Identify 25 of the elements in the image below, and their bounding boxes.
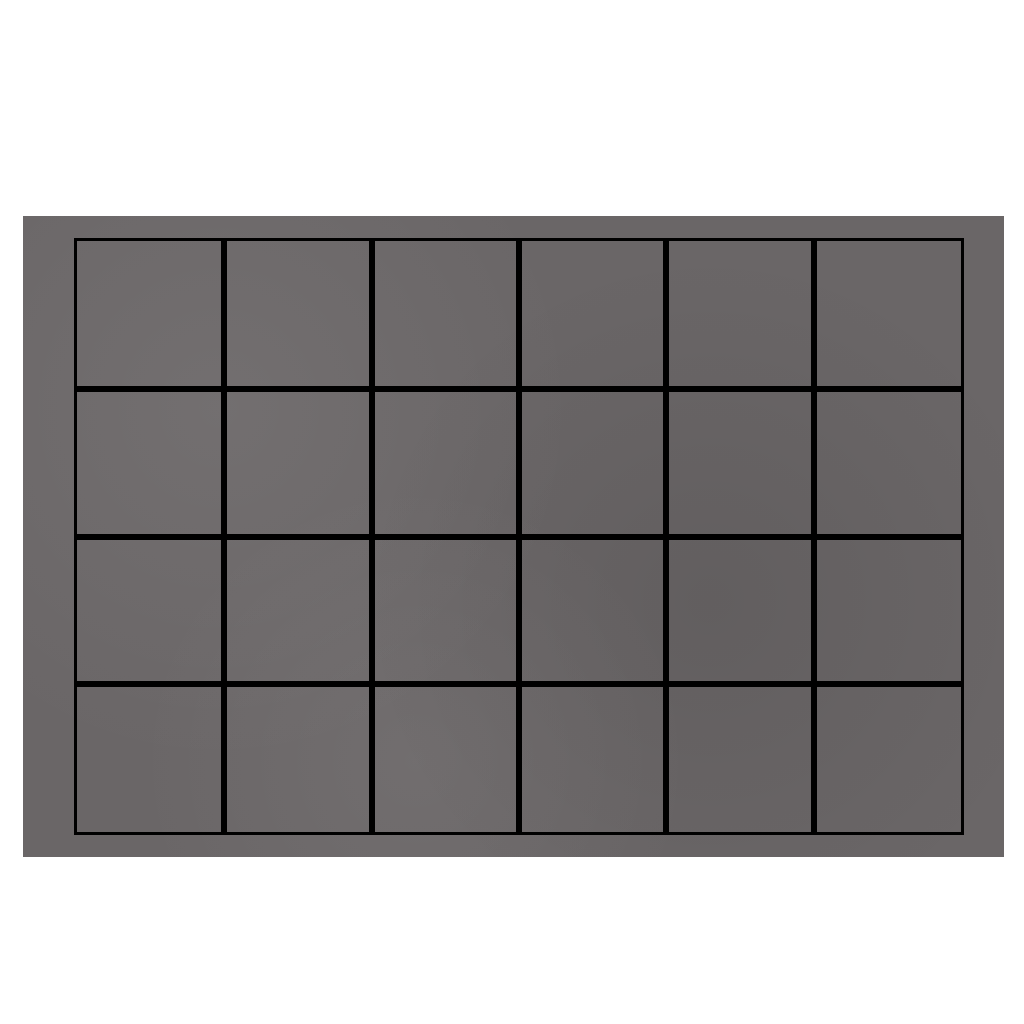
grid-cell [516,238,670,392]
grid-cell [810,385,964,540]
grid-cell [663,533,817,688]
grid-cell [516,533,670,688]
grid-cell [221,681,375,835]
grid-cell [810,238,964,392]
grid-cell [663,385,817,540]
grid-cell [368,681,522,835]
grid-cell [516,385,670,540]
grid-cell [663,238,817,392]
grid-cell [810,681,964,835]
grid-cell [368,533,522,688]
grid-cell [368,238,522,392]
grid-cell [368,385,522,540]
grid-cell [810,533,964,688]
grid-cell [74,533,228,688]
grid-cell [74,385,228,540]
grid-cell [663,681,817,835]
grid-cell [221,533,375,688]
grid-cell [516,681,670,835]
concrete-panel [23,216,1004,857]
grid-cell [74,681,228,835]
grid-cell [74,238,228,392]
grid-cell [221,238,375,392]
grid-cell [221,385,375,540]
